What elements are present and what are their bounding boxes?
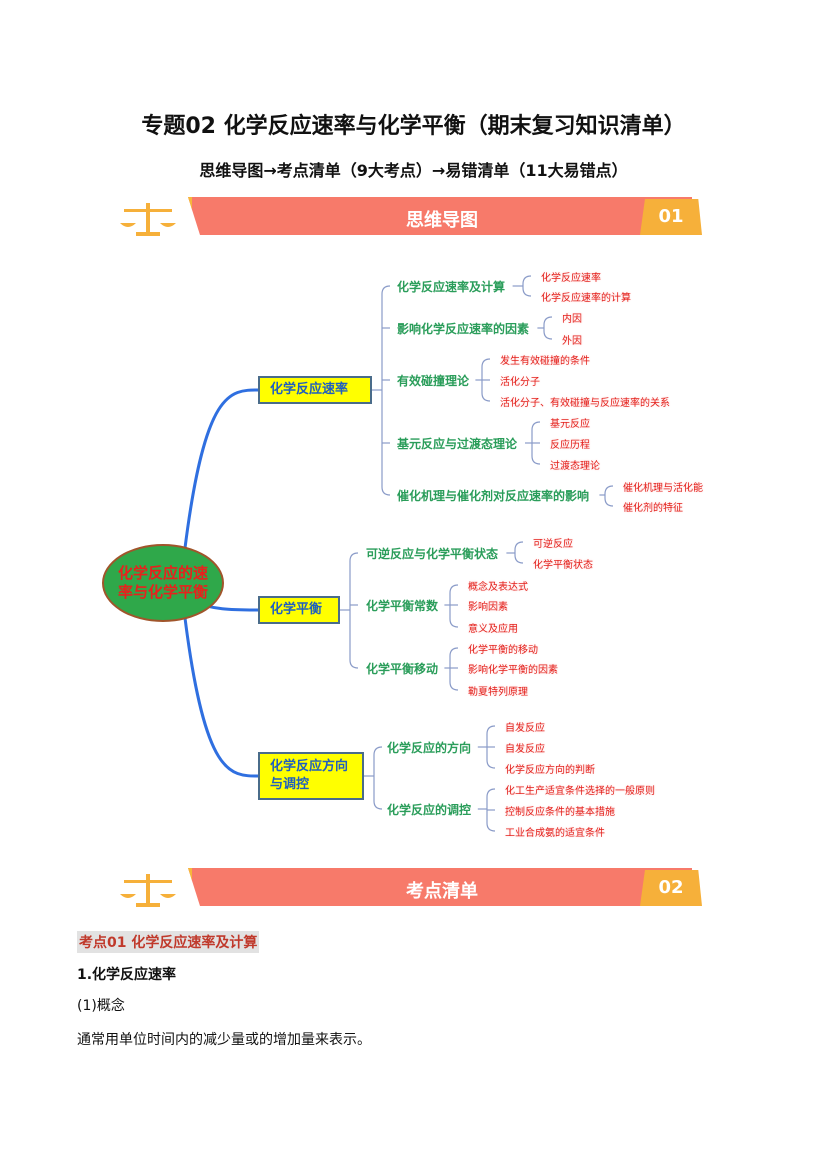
mindmap-leaf: 工业合成氨的适宜条件 <box>505 828 605 839</box>
mindmap-topic: 基元反应与过渡态理论 <box>397 437 518 451</box>
page-subtitle: 思维导图→考点清单（9大考点）→易错清单（11大易错点） <box>199 161 628 180</box>
mindmap-topic: 化学反应的调控 <box>387 803 472 817</box>
mindmap-topic: 化学平衡移动 <box>366 662 439 676</box>
section-heading: 1.化学反应速率 <box>77 967 177 983</box>
scale-icon <box>120 203 176 236</box>
banner-label: 思维导图 <box>406 210 478 231</box>
page-title: 专题02 化学反应速率与化学平衡（期末复习知识清单） <box>141 114 686 139</box>
banner-mindmap: 思维导图 01 <box>118 195 710 239</box>
mindmap-leaf: 催化机理与活化能 <box>623 483 703 494</box>
mindmap-topic: 可逆反应与化学平衡状态 <box>366 547 499 561</box>
mindmap-leaf: 活化分子、有效碰撞与反应速率的关系 <box>500 398 670 409</box>
mindmap-topic: 化学平衡常数 <box>366 599 439 613</box>
kaodian-heading: 考点01 化学反应速率及计算 <box>77 931 260 953</box>
mindmap-leaf: 内因 <box>562 314 582 325</box>
banner-number: 01 <box>640 199 702 235</box>
banner-label: 考点清单 <box>406 881 478 902</box>
mindmap-leaf: 化工生产适宜条件选择的一般原则 <box>505 786 655 797</box>
mindmap-topic: 化学反应的方向 <box>387 741 472 755</box>
mindmap-leaf: 化学反应方向的判断 <box>505 765 595 776</box>
mindmap-leaf: 化学反应速率 <box>541 273 601 284</box>
mindmap-topic: 化学反应速率及计算 <box>397 280 506 294</box>
banner-ribbon: 思维导图 <box>188 197 692 235</box>
mindmap-leaf: 可逆反应 <box>533 539 573 550</box>
banner-number: 02 <box>640 870 702 906</box>
mindmap-leaf: 影响因素 <box>468 602 508 613</box>
mindmap-leaf: 影响化学平衡的因素 <box>468 665 558 676</box>
mindmap-leaf: 自发反应 <box>505 723 545 734</box>
body-text: 通常用单位时间内的减少量或的增加量来表示。 <box>77 1032 371 1048</box>
mindmap-leaf: 反应历程 <box>550 440 590 451</box>
mindmap-leaf: 外因 <box>562 336 582 347</box>
mindmap-leaf: 勒夏特列原理 <box>468 687 528 698</box>
banner-kaodian: 考点清单 02 <box>118 866 710 910</box>
mindmap-leaf: 意义及应用 <box>468 624 518 635</box>
mindmap-leaf: 基元反应 <box>550 419 590 430</box>
mindmap-leaf: 活化分子 <box>500 377 540 388</box>
mindmap-leaf: 化学反应速率的计算 <box>541 293 631 304</box>
mindmap-leaf: 化学平衡的移动 <box>468 645 538 656</box>
mindmap-topic: 影响化学反应速率的因素 <box>397 322 530 336</box>
mindmap-leaf: 过渡态理论 <box>550 461 600 472</box>
scale-icon <box>120 874 176 907</box>
mindmap-leaf: 自发反应 <box>505 744 545 755</box>
mindmap-topic: 催化机理与催化剂对反应速率的影响 <box>397 489 590 503</box>
mindmap-leaf: 发生有效碰撞的条件 <box>500 356 590 367</box>
mindmap-branch: 化学反应方向与调控 <box>258 752 364 800</box>
mindmap-branch: 化学反应速率 <box>258 376 372 404</box>
mindmap-branch: 化学平衡 <box>258 596 340 624</box>
mindmap-leaf: 概念及表达式 <box>468 582 528 593</box>
mindmap-root: 化学反应的速率与化学平衡 <box>102 544 224 622</box>
subsection-heading: (1)概念 <box>77 998 125 1014</box>
mindmap-topic: 有效碰撞理论 <box>397 374 470 388</box>
mindmap-leaf: 化学平衡状态 <box>533 560 593 571</box>
mindmap-leaf: 催化剂的特征 <box>623 503 683 514</box>
mindmap-leaf: 控制反应条件的基本措施 <box>505 807 615 818</box>
banner-ribbon: 考点清单 <box>188 868 692 906</box>
